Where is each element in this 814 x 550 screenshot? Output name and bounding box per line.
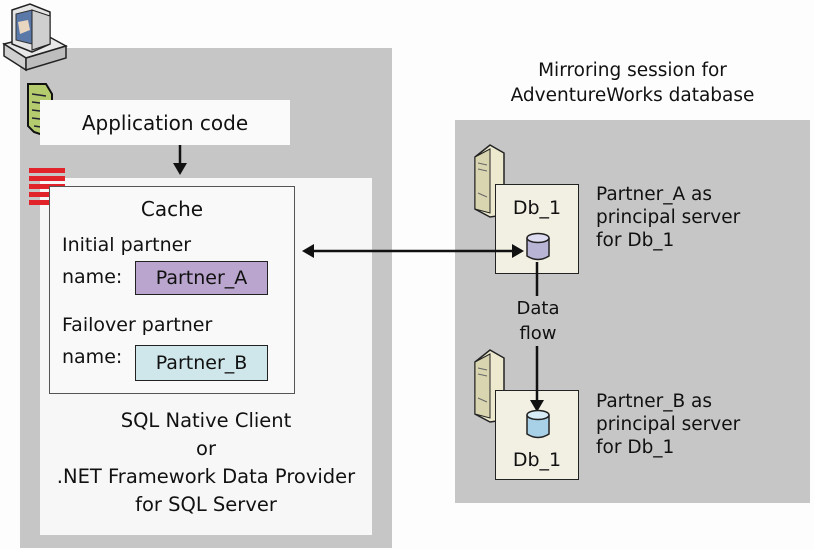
data-flow-label: Data flow [512, 296, 564, 346]
failover-partner-value: Partner_B [135, 345, 268, 381]
mirroring-title-line: AdventureWorks database [510, 85, 755, 106]
cache-box: Cache Initial partner name: Partner_A Fa… [49, 186, 295, 394]
principal-desc-line: Partner_A as [596, 184, 712, 205]
cache-title: Cache [140, 197, 204, 221]
principal-desc-line: for Db_1 [596, 230, 675, 251]
failover-partner-text: Partner_B [155, 352, 248, 374]
mirror-desc-line: principal server [596, 414, 741, 435]
principal-db-label: Db_1 [512, 197, 562, 219]
mirror-desc-line: for Db_1 [596, 437, 675, 458]
application-code-label: Application code [81, 110, 249, 135]
failover-partner-label-1: Failover partner [62, 314, 213, 336]
provider-description: SQL Native Client or .NET Framework Data… [40, 407, 372, 519]
data-flow-line: flow [519, 323, 557, 344]
database-icon [526, 232, 550, 261]
mirror-desc-line: Partner_B as [596, 391, 713, 412]
provider-line: for SQL Server [135, 493, 277, 516]
initial-partner-value: Partner_A [135, 261, 268, 295]
mirroring-title-line: Mirroring session for [538, 60, 727, 81]
provider-line: SQL Native Client [120, 409, 292, 432]
initial-partner-text: Partner_A [155, 267, 248, 289]
mirror-description: Partner_B as principal server for Db_1 [596, 390, 740, 459]
data-flow-line: Data [516, 298, 560, 319]
principal-description: Partner_A as principal server for Db_1 [596, 183, 740, 252]
red-stack-icon [29, 168, 65, 205]
principal-desc-line: principal server [596, 207, 741, 228]
connection-arrow [302, 244, 524, 258]
initial-partner-label-2: name: [62, 266, 123, 288]
computer-icon [2, 3, 68, 72]
provider-line: .NET Framework Data Provider [56, 465, 356, 488]
initial-partner-label-1: Initial partner [62, 234, 192, 256]
failover-partner-label-2: name: [62, 346, 123, 368]
application-code-box: Application code [40, 100, 290, 145]
app-to-provider-arrow [173, 145, 187, 175]
database-icon [526, 409, 550, 439]
mirror-db-label: Db_1 [512, 449, 562, 471]
mirroring-title: Mirroring session for AdventureWorks dat… [455, 58, 810, 108]
provider-line: or [196, 437, 216, 460]
